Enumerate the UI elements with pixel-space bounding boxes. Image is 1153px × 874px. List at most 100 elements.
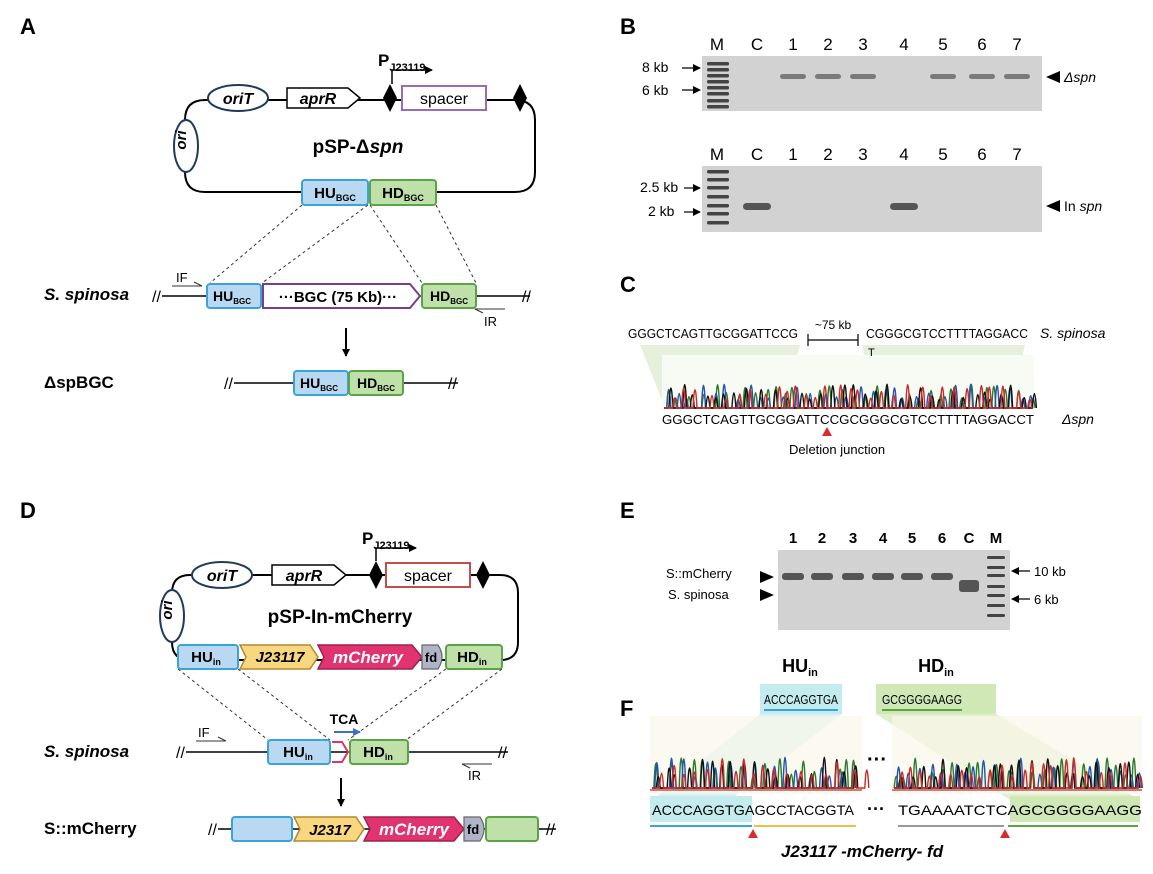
band-pointer [1046, 200, 1060, 212]
hd-bgc-genome [421, 283, 477, 309]
gap-label: ~75 kb [815, 318, 852, 332]
spacer-label: spacer [420, 91, 469, 108]
hu-in-plasmid [177, 644, 239, 670]
ladder-band [987, 594, 1005, 597]
gel-band [842, 573, 864, 580]
panel-label-f: F [620, 696, 633, 721]
f-ellipsis-top: ··· [867, 749, 887, 771]
gel-lane-label: 6 [938, 530, 946, 547]
spacer-label: spacer [404, 568, 453, 585]
repeat-diamond-right [476, 561, 490, 589]
panel-a: oriT aprR spacer PJ23119 ori pSP-Δspn HU… [44, 51, 536, 396]
ref-seq-left: GGGCTCAGTTGCGGATTCCG [628, 326, 798, 341]
break-mark: // [176, 745, 185, 762]
j2317-label: J2317 [309, 822, 351, 839]
ir-primer-label: IR [468, 768, 481, 783]
read-right: TGAAAATCTCAGCGGGGAAGG [898, 802, 1142, 818]
gel-band [890, 203, 918, 210]
ladder-band [707, 204, 729, 208]
crossover-lines [209, 204, 477, 284]
tca-site [332, 741, 350, 763]
band-pointer [760, 589, 774, 601]
gel-lane-label: 3 [858, 145, 867, 164]
panel-label-e: E [620, 498, 635, 523]
hu-in-heading: HUin [782, 656, 818, 679]
gel-top [702, 56, 1042, 111]
panel-label-c: C [620, 272, 636, 297]
crossover-lines [177, 668, 503, 741]
ladder-band [707, 68, 729, 72]
if-primer-label: IF [176, 270, 188, 285]
break-mark: // [208, 822, 217, 839]
extra-t: T [868, 347, 875, 359]
gel-band [931, 573, 953, 580]
trace-line [652, 756, 859, 789]
gel-band [901, 573, 923, 580]
junction-marker-right [1000, 829, 1010, 838]
spacer-box [385, 562, 471, 588]
gel-lane-label: 5 [938, 35, 947, 54]
gel-e-left-label: S. spinosa [668, 587, 729, 602]
gel-band [782, 573, 804, 580]
hu-in-genome [267, 739, 331, 765]
panel-d: oriT aprR spacer PJ23119 ori pSP-In-mChe… [44, 529, 556, 842]
gel-band [850, 74, 876, 79]
gel-bottom [702, 166, 1042, 232]
band-pointer [760, 571, 774, 583]
gel-lane-label: 4 [879, 530, 888, 547]
hd-in-plasmid [445, 644, 503, 670]
read-hd-box [1010, 796, 1140, 822]
promoter-arrow [391, 66, 433, 84]
hu-in-genome-label: HUin [283, 744, 313, 762]
trace-line [894, 757, 1144, 789]
chromatogram-trace [893, 757, 1144, 789]
aprr-label: aprR [300, 91, 337, 108]
hd-bgc-mutant-label: HDBGC [357, 375, 395, 393]
gel-marker-label: 6 kb [642, 82, 669, 98]
ladder-band [707, 221, 729, 225]
panel-label-b: B [620, 14, 636, 39]
gel-lane-label: 5 [938, 145, 947, 164]
hd-seq: GCGGGGAAGG [882, 692, 962, 707]
hd-in-plasmid-label: HDin [457, 649, 487, 667]
hu-bgc-plasmid [301, 179, 369, 206]
band-label-top: Δspn [1063, 69, 1096, 85]
hu-bgc-mutant-label: HUBGC [300, 375, 338, 393]
ladder-band [707, 99, 729, 103]
promoter-label: PJ23119 [362, 529, 409, 552]
chromatogram-trace [652, 756, 870, 789]
if-primer-label: IF [198, 725, 210, 740]
f-ellipsis-bottom: ··· [867, 799, 885, 819]
gel-band [959, 580, 979, 592]
hd-in-genome [349, 739, 409, 765]
gel-lane-label: 2 [818, 530, 826, 547]
gel-lane-label: 6 [977, 35, 986, 54]
gel-lane-label: 5 [908, 530, 916, 547]
ladder-band [987, 585, 1005, 588]
gel-marker-label: 2.5 kb [640, 179, 678, 195]
hd-bgc-plasmid [369, 179, 437, 206]
gel-band [872, 573, 894, 580]
repeat-diamond-left [369, 561, 383, 589]
gel-band [815, 74, 841, 79]
hd-in-result [485, 816, 539, 842]
ladder-band [707, 92, 729, 96]
gel-lane-label: C [751, 145, 763, 164]
ladder-band [987, 566, 1005, 569]
ir-primer [474, 308, 505, 314]
repeat-diamond-left [383, 84, 397, 112]
gel-e-right-label: 10 kb [1034, 564, 1066, 579]
bgc-cluster [262, 283, 422, 309]
aprr-gene [271, 564, 348, 586]
promoter-label: PJ23119 [378, 51, 425, 74]
ladder-band [707, 105, 729, 109]
read-hu-box [650, 796, 752, 822]
gel-marker-label: 8 kb [642, 59, 669, 75]
gel-lane-label: 6 [977, 145, 986, 164]
mcherry-gene [316, 644, 423, 670]
ladder-band [707, 170, 729, 174]
orit-label: oriT [223, 91, 254, 108]
break-mark: // [224, 376, 233, 393]
